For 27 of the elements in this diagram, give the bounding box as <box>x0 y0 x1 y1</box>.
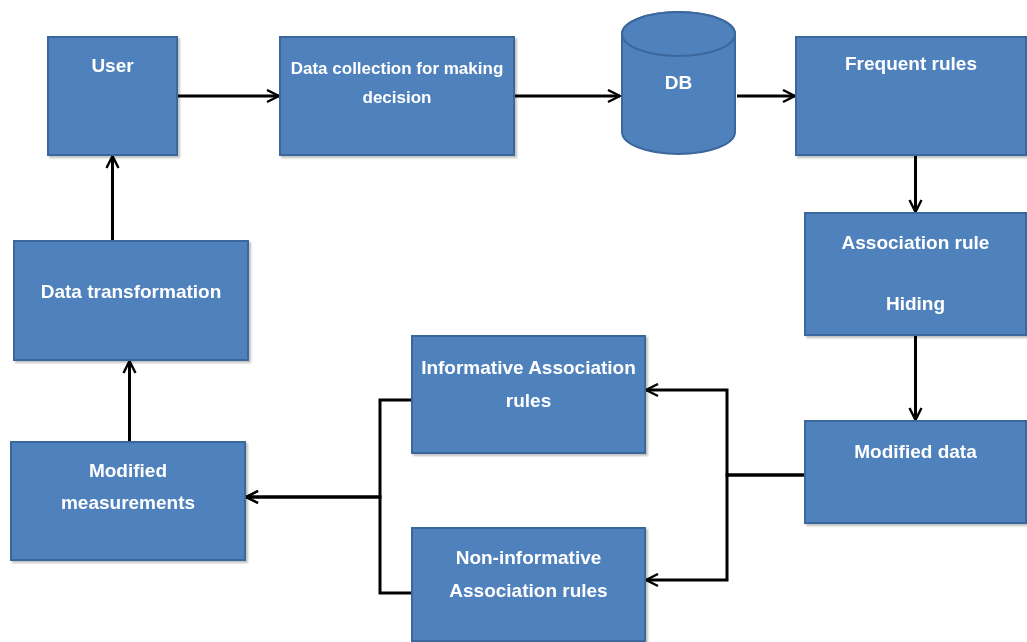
process-box <box>411 527 646 642</box>
process-box <box>411 335 646 454</box>
process-box <box>47 36 178 156</box>
box-label: Data transformation <box>39 280 223 305</box>
box-label: Data collection for making decision <box>289 58 505 109</box>
process-box <box>795 36 1027 156</box>
process-box <box>804 420 1027 524</box>
arrow <box>515 88 622 104</box>
process-box <box>10 441 246 561</box>
process-box <box>13 240 249 361</box>
arrow <box>737 88 797 104</box>
box-label: Informative Association rules <box>420 356 637 413</box>
box-label: DB <box>663 70 694 95</box>
arrow <box>908 336 923 422</box>
arrow <box>908 156 923 214</box>
database-cylinder <box>620 10 737 156</box>
box-label: Non-informative Association rules <box>448 546 609 603</box>
box-label: Modified data <box>853 439 978 464</box>
process-box <box>279 36 515 156</box>
arrow <box>122 359 137 441</box>
arrow <box>178 88 281 104</box>
box-label: Association rule Hiding <box>840 231 991 316</box>
box-label: User <box>90 53 135 78</box>
process-box <box>804 212 1027 336</box>
box-label: Modified measurements <box>59 458 197 515</box>
arrow <box>105 154 120 240</box>
box-label: Frequent rules <box>844 51 978 76</box>
